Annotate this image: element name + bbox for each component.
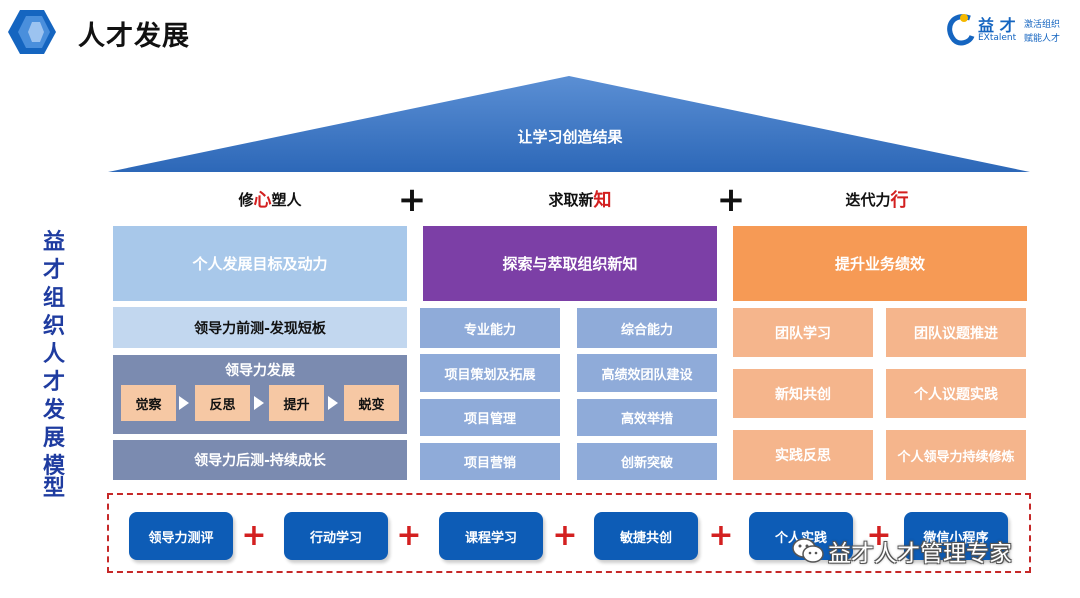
brand-name-en: EXtalent — [978, 33, 1017, 43]
pillar-title-middle-pre: 求取新 — [548, 190, 594, 209]
brand-slogan-1: 激活组织 — [1024, 20, 1061, 30]
pillar-title-left: 修心塑人 — [170, 186, 370, 212]
plus-icon: + — [552, 518, 578, 553]
right-cell: 团队学习 — [733, 308, 873, 357]
middle-cell: 创新突破 — [577, 443, 717, 480]
roof-label: 让学习创造结果 — [517, 128, 623, 146]
leadership-development-title: 领导力发展 — [225, 363, 295, 379]
bottom-item-action-learning: 行动学习 — [284, 512, 388, 560]
side-title-char: 织 — [42, 314, 65, 339]
middle-cell: 项目策划及拓展 — [420, 354, 560, 392]
leadership-pre-test: 领导力前测-发现短板 — [113, 307, 407, 348]
middle-cell: 综合能力 — [577, 308, 717, 348]
brand-slogan-2: 赋能人才 — [1024, 34, 1061, 44]
right-cell: 实践反思 — [733, 430, 873, 480]
side-title-char: 发 — [42, 398, 65, 423]
watermark-text: 益才人才管理专家 — [828, 541, 1012, 567]
pillar-title-left-accent: 心 — [253, 190, 272, 211]
right-cell: 个人领导力持续修炼 — [886, 430, 1026, 480]
right-cell: 新知共创 — [733, 369, 873, 418]
middle-cell: 专业能力 — [420, 308, 560, 348]
pillar-title-left-post: 塑人 — [271, 190, 302, 209]
pillar-title-right-pre: 迭代力 — [845, 190, 891, 209]
plus-icon: + — [866, 518, 892, 553]
step-awareness: 觉察 — [121, 385, 176, 421]
step-transformation: 蜕变 — [344, 385, 399, 421]
bottom-item-wechat-miniprogram: 微信小程序 — [904, 512, 1008, 560]
bottom-item-agile-cocreation: 敏捷共创 — [594, 512, 698, 560]
arrow-right-icon — [328, 396, 338, 410]
pillar-title-middle: 求取新知 — [480, 186, 680, 212]
side-title-char: 才 — [42, 370, 65, 395]
middle-cell: 项目营销 — [420, 443, 560, 480]
side-title-char: 才 — [42, 258, 65, 283]
side-title-char: 组 — [42, 286, 65, 311]
plus-icon: + — [241, 518, 267, 553]
bottom-dashed-frame — [107, 493, 1031, 573]
watermark: 益才人才管理专家 — [788, 530, 1058, 570]
plus-icon: + — [396, 518, 422, 553]
middle-cell: 高效举措 — [577, 399, 717, 436]
right-cell: 团队议题推进 — [886, 308, 1026, 357]
pillar-title-right: 迭代力行 — [777, 186, 977, 212]
pillar-title-left-pre: 修 — [238, 190, 254, 209]
page-title: 人才发展 — [78, 21, 190, 52]
leadership-development: 领导力发展 觉察 反思 提升 蜕变 — [113, 355, 407, 434]
roof-triangle — [108, 76, 1030, 172]
plus-icon: + — [716, 180, 746, 220]
middle-cell: 项目管理 — [420, 399, 560, 436]
hexagon-logo-icon — [8, 10, 56, 54]
bottom-item-leadership-assessment: 领导力测评 — [129, 512, 233, 560]
middle-header: 探索与萃取组织新知 — [423, 226, 717, 301]
side-title-char: 型 — [42, 476, 65, 501]
side-title-char: 人 — [42, 342, 65, 367]
step-reflection: 反思 — [195, 385, 250, 421]
side-title-char: 模 — [42, 454, 65, 479]
plus-icon: + — [397, 180, 427, 220]
wechat-icon — [792, 538, 824, 563]
brand-logo: 益 才 EXtalent 激活组织 赋能人才 — [942, 8, 1072, 48]
side-title-char: 益 — [42, 230, 65, 255]
pillar-title-right-accent: 行 — [890, 190, 909, 211]
left-header: 个人发展目标及动力 — [113, 226, 407, 301]
arrow-right-icon — [254, 396, 264, 410]
right-header: 提升业务绩效 — [733, 226, 1027, 301]
pillar-title-middle-accent: 知 — [593, 190, 612, 211]
bottom-item-course-learning: 课程学习 — [439, 512, 543, 560]
arrow-right-icon — [179, 396, 189, 410]
leadership-post-test: 领导力后测-持续成长 — [113, 440, 407, 480]
right-cell: 个人议题实践 — [886, 369, 1026, 418]
brand-mark-icon — [947, 14, 975, 46]
middle-cell: 高绩效团队建设 — [577, 354, 717, 392]
step-improvement: 提升 — [269, 385, 324, 421]
plus-icon: + — [708, 518, 734, 553]
brand-name: 益 才 — [978, 16, 1016, 35]
side-title-char: 展 — [42, 426, 65, 451]
